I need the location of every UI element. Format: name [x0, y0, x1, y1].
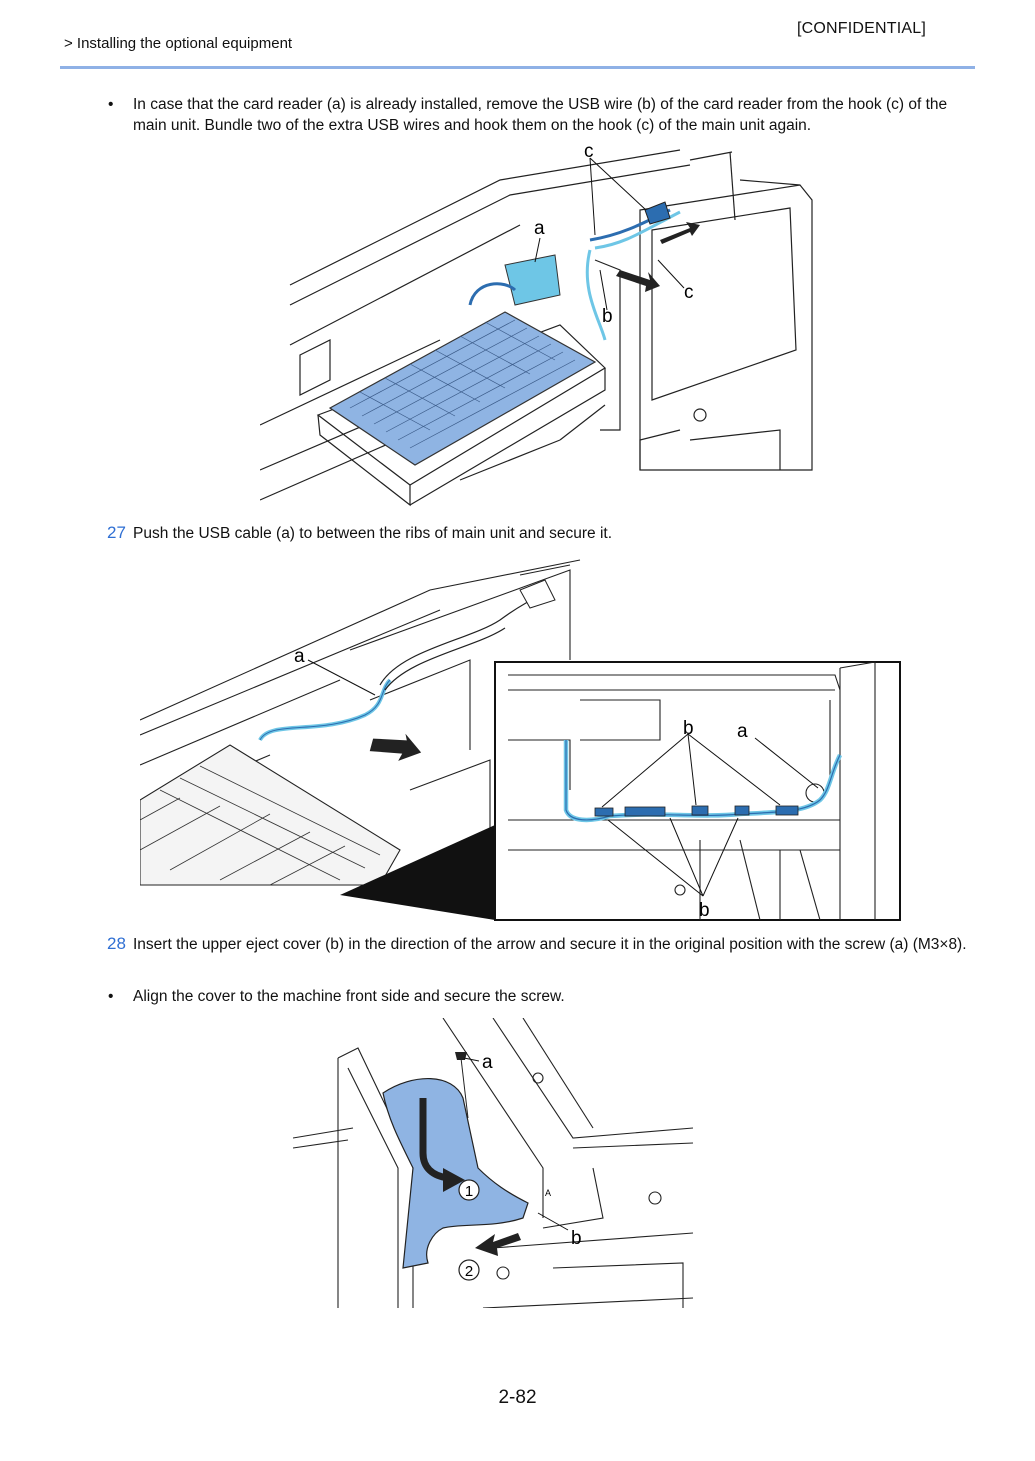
- page-number: 2-82: [498, 1387, 537, 1408]
- step-27-text: Push the USB cable (a) to between the ri…: [133, 525, 613, 542]
- bullet-text: Align the cover to the machine front sid…: [133, 988, 565, 1005]
- figure-2-label-a-left: a: [294, 646, 305, 667]
- breadcrumb: > Installing the optional equipment: [64, 35, 293, 52]
- step-27: 27 Push the USB cable (a) to between the…: [107, 523, 978, 544]
- figure-2-label-a-inset: a: [737, 721, 748, 742]
- header-rule: [60, 66, 975, 69]
- figure-3-mark-a: A: [545, 1188, 551, 1198]
- step-28-text: Insert the upper eject cover (b) in the …: [133, 936, 967, 953]
- figure-1-label-c-top: c: [584, 141, 594, 162]
- figure-3-label-b: b: [571, 1228, 582, 1249]
- figure-card-reader-usb: c a c b: [260, 141, 813, 507]
- figure-1-label-c-right: c: [684, 282, 694, 303]
- step-28-number: 28: [107, 934, 126, 953]
- step-28: 28 Insert the upper eject cover (b) in t…: [107, 934, 978, 955]
- confidential-label: [CONFIDENTIAL]: [797, 20, 927, 37]
- bullet-text: In case that the card reader (a) is alre…: [133, 96, 948, 134]
- step-27-number: 27: [107, 523, 126, 542]
- figure-2-detail-inset: [494, 661, 901, 921]
- bullet-card-reader: • In case that the card reader (a) is al…: [108, 94, 978, 136]
- figure-2-label-b-top: b: [683, 718, 694, 739]
- bullet-marker: •: [108, 988, 114, 1005]
- figure-1-label-a: a: [534, 218, 545, 239]
- figure-upper-eject-cover: a b 1 2 A: [293, 1018, 694, 1308]
- figure-2-label-b-bottom: b: [699, 900, 710, 921]
- figure-3-callout-1: 1: [465, 1183, 473, 1200]
- figure-3-callout-2: 2: [465, 1263, 473, 1280]
- figure-usb-cable-ribs: a b a b: [140, 559, 901, 921]
- figure-3-label-a: a: [482, 1052, 493, 1073]
- bullet-align-cover: • Align the cover to the machine front s…: [108, 986, 978, 1007]
- bullet-marker: •: [108, 96, 114, 113]
- figure-1-label-b: b: [602, 306, 613, 327]
